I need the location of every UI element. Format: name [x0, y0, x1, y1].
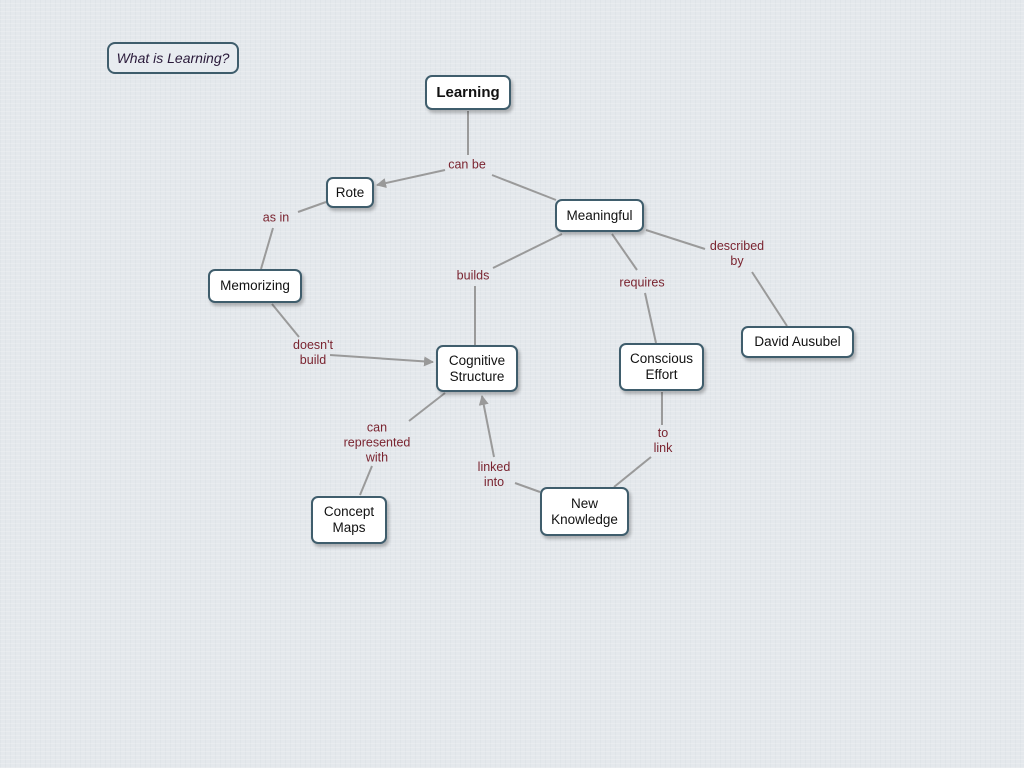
line-canbe-meaningful	[491, 174, 557, 201]
link-label-can-represented-with[interactable]: can represented with	[343, 420, 411, 465]
line-newknowledge-linkedinto	[514, 482, 541, 493]
line-canrep-conceptmaps	[359, 465, 373, 496]
link-label-builds[interactable]: builds	[456, 268, 490, 283]
line-cognitive-canrep	[408, 392, 446, 422]
concept-david-ausubel[interactable]: David Ausubel	[741, 326, 854, 358]
concept-memorizing[interactable]: Memorizing	[208, 269, 302, 303]
line-rote-asin	[297, 201, 327, 213]
link-label-requires[interactable]: requires	[619, 275, 665, 290]
line-canbe-rote	[376, 169, 446, 188]
concept-conscious-effort[interactable]: Conscious Effort	[619, 343, 704, 391]
link-label-can-be[interactable]: can be	[448, 157, 486, 172]
concept-concept-maps[interactable]: Concept Maps	[311, 496, 387, 544]
link-label-doesnt-build[interactable]: doesn't build	[293, 338, 333, 367]
map-title: What is Learning?	[107, 42, 239, 74]
line-meaningful-requires	[611, 233, 638, 271]
link-label-described-by[interactable]: described by	[709, 239, 765, 268]
line-tolink-newknowledge	[613, 456, 652, 488]
line-doesntbuild-cognitive	[329, 354, 434, 367]
concept-new-knowledge[interactable]: New Knowledge	[540, 487, 629, 536]
concept-meaningful[interactable]: Meaningful	[555, 199, 644, 232]
line-asin-memorizing	[260, 227, 274, 270]
line-requires-conscious	[644, 292, 657, 344]
link-label-linked-into[interactable]: linked into	[477, 460, 511, 489]
line-memorizing-doesntbuild	[271, 303, 300, 338]
link-label-as-in[interactable]: as in	[262, 210, 290, 225]
concept-learning[interactable]: Learning	[425, 75, 511, 110]
line-meaningful-builds	[492, 233, 563, 269]
concept-cognitive-structure[interactable]: Cognitive Structure	[436, 345, 518, 392]
concept-rote[interactable]: Rote	[326, 177, 374, 208]
link-label-to-link[interactable]: to link	[653, 426, 673, 455]
line-meaningful-describedby	[645, 229, 706, 250]
line-describedby-ausubel	[751, 271, 788, 327]
line-linkedinto-cognitive	[478, 395, 495, 458]
